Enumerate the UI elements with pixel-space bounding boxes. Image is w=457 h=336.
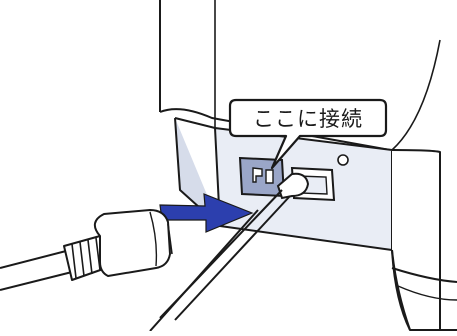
device-body xyxy=(159,0,457,331)
screw-hole xyxy=(337,154,349,166)
power-inlet-icon xyxy=(238,156,286,198)
insert-arrow-icon xyxy=(159,193,254,233)
callout-box xyxy=(228,98,388,170)
callout-label: ここに接続 xyxy=(253,107,363,131)
power-cord-plug xyxy=(0,209,173,291)
plug-connector-tip xyxy=(276,172,310,200)
cable-wires xyxy=(149,189,291,332)
